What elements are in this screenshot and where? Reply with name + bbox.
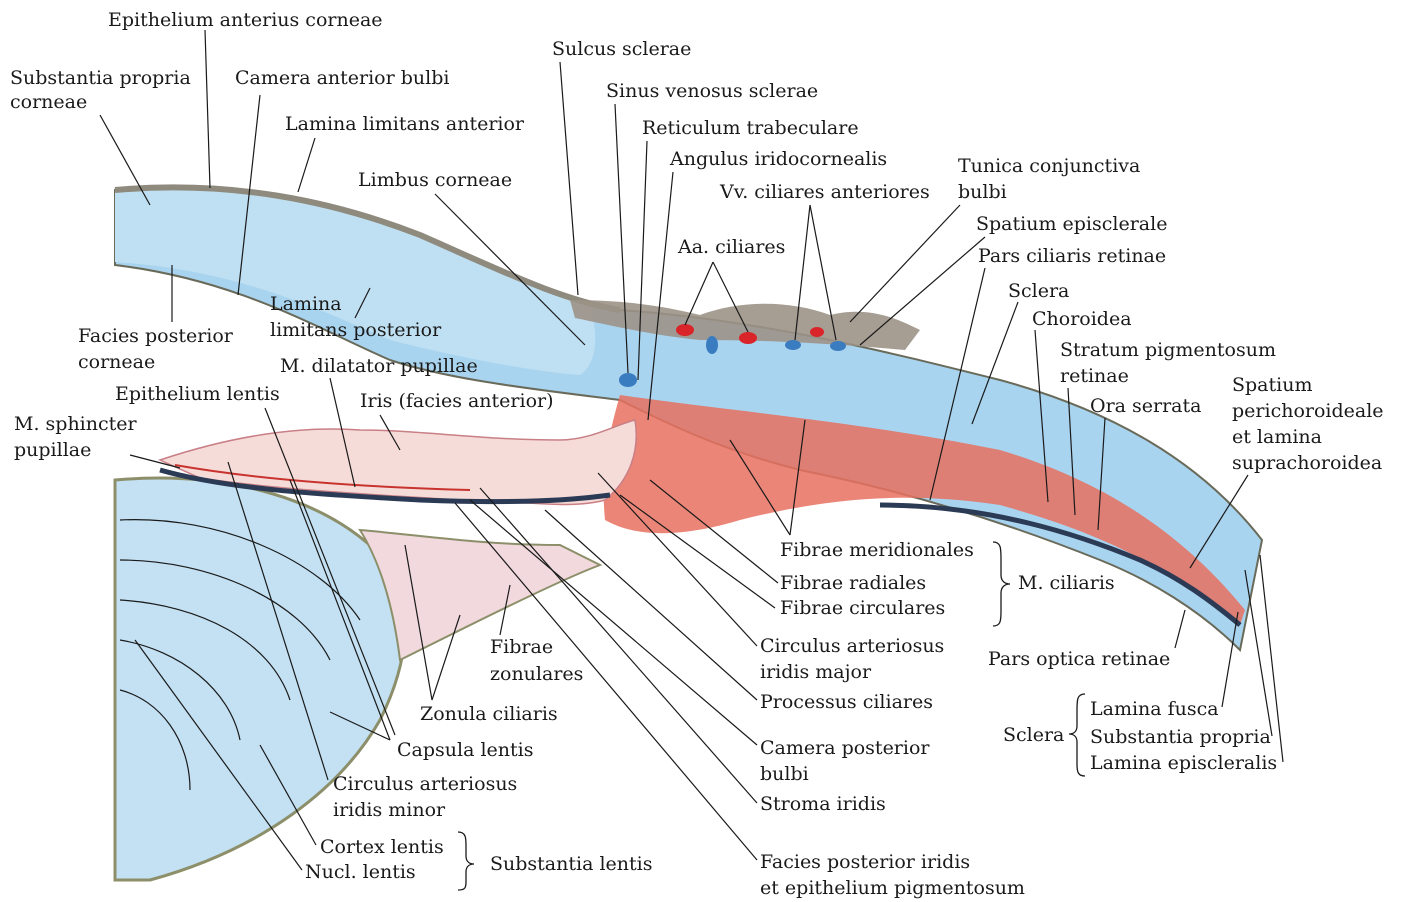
leader-sulcus xyxy=(560,62,578,295)
label-fibrae-meridionales: Fibrae meridionales xyxy=(780,539,974,561)
label-lamina-limitans-posterior-2: limitans posterior xyxy=(270,319,442,341)
label-zonula-ciliaris: Zonula ciliaris xyxy=(420,703,558,725)
label-m-dilatator-pupillae: M. dilatator pupillae xyxy=(280,355,478,377)
label-fibrae-zonulares-2: zonulares xyxy=(490,663,583,685)
label-lamina-episcleralis: Lamina episcleralis xyxy=(1090,752,1277,774)
label-aa-ciliares: Aa. ciliares xyxy=(677,236,785,258)
label-substantia-propria: Substantia propria xyxy=(1090,726,1271,748)
label-spatium-perichoroideale: Spatium xyxy=(1232,374,1312,396)
label-facies-posterior-corneae: Facies posterior xyxy=(78,325,234,347)
leader-epithelium xyxy=(205,30,210,188)
label-iris-facies-anterior: Iris (facies anterior) xyxy=(360,390,554,412)
label-cortex-lentis: Cortex lentis xyxy=(320,836,444,858)
label-stratum-pigmentosum: Stratum pigmentosum xyxy=(1060,339,1276,361)
label-epithelium-lentis: Epithelium lentis xyxy=(115,383,280,405)
label-ora-serrata: Ora serrata xyxy=(1090,395,1201,417)
brace-m-ciliaris xyxy=(993,542,1010,626)
label-tunica-conjunctiva: Tunica conjunctiva xyxy=(958,155,1140,177)
label-circulus-arteriosus-major: Circulus arteriosus xyxy=(760,635,944,657)
label-facies-posterior-iridis: Facies posterior iridis xyxy=(760,851,970,873)
label-stratum-pigmentosum-2: retinae xyxy=(1060,365,1129,387)
artery-1 xyxy=(676,324,694,336)
label-spatium-episclerale: Spatium episclerale xyxy=(976,213,1167,235)
label-circulus-arteriosus-major-2: iridis major xyxy=(760,661,872,683)
label-circulus-arteriosus-minor: Circulus arteriosus xyxy=(333,773,517,795)
vein-3 xyxy=(830,341,846,351)
leader-lamina-anterior xyxy=(298,138,315,192)
label-facies-posterior-iridis-2: et epithelium pigmentosum xyxy=(760,877,1025,899)
label-tunica-conjunctiva-2: bulbi xyxy=(958,181,1007,203)
label-nucl-lentis: Nucl. lentis xyxy=(305,861,416,883)
label-camera-anterior-bulbi: Camera anterior bulbi xyxy=(235,67,449,89)
brace-substantia-lentis xyxy=(458,832,474,890)
vein-2 xyxy=(785,340,801,350)
artery-2 xyxy=(739,332,757,344)
sinus-venosus xyxy=(619,373,637,387)
label-lamina-limitans-posterior: Lamina xyxy=(270,293,342,315)
label-sinus-venosus-sclerae: Sinus venosus sclerae xyxy=(606,80,818,102)
vein-1 xyxy=(706,336,718,354)
label-pars-ciliaris-retinae: Pars ciliaris retinae xyxy=(978,245,1166,267)
label-spatium-perichoroideale-3: et lamina xyxy=(1232,426,1322,448)
label-choroidea: Choroidea xyxy=(1032,308,1132,330)
label-lamina-fusca: Lamina fusca xyxy=(1090,698,1219,720)
label-reticulum-trabeculare: Reticulum trabeculare xyxy=(642,117,859,139)
label-fibrae-zonulares: Fibrae xyxy=(490,636,553,658)
leader-substantia-propria-sclera xyxy=(1245,570,1272,736)
label-sclera: Sclera xyxy=(1008,280,1069,302)
label-camera-posterior-bulbi: Camera posterior xyxy=(760,737,930,759)
label-fibrae-radiales: Fibrae radiales xyxy=(780,572,926,594)
label-facies-posterior-corneae-2: corneae xyxy=(78,351,155,373)
label-m-sphincter-pupillae: M. sphincter xyxy=(14,413,138,435)
label-fibrae-circulares: Fibrae circulares xyxy=(780,597,945,619)
label-sulcus-sclerae: Sulcus sclerae xyxy=(552,38,691,60)
label-camera-posterior-bulbi-2: bulbi xyxy=(760,763,809,785)
label-substantia-lentis: Substantia lentis xyxy=(490,853,652,875)
label-capsula-lentis: Capsula lentis xyxy=(397,739,533,761)
label-m-sphincter-pupillae-2: pupillae xyxy=(14,439,91,461)
label-substantia-propria-corneae: Substantia propria xyxy=(10,67,191,89)
leader-conjunctiva xyxy=(850,205,960,322)
label-substantia-propria-corneae-2: corneae xyxy=(10,91,87,113)
label-stroma-iridis: Stroma iridis xyxy=(760,793,886,815)
label-pars-optica-retinae: Pars optica retinae xyxy=(988,648,1170,670)
leader-pars-optica xyxy=(1175,610,1185,648)
label-circulus-arteriosus-minor-2: iridis minor xyxy=(333,799,446,821)
label-m-ciliaris: M. ciliaris xyxy=(1018,572,1115,594)
brace-sclera xyxy=(1069,694,1085,776)
label-spatium-perichoroideale-4: suprachoroidea xyxy=(1232,452,1382,474)
artery-3 xyxy=(810,327,824,337)
label-spatium-perichoroideale-2: perichoroideale xyxy=(1232,400,1384,422)
label-lamina-limitans-anterior: Lamina limitans anterior xyxy=(285,113,525,135)
label-limbus-corneae: Limbus corneae xyxy=(358,169,512,191)
label-processus-ciliares: Processus ciliares xyxy=(760,691,933,713)
label-sclera-group: Sclera xyxy=(1003,724,1064,746)
label-angulus-iridocornealis: Angulus iridocornealis xyxy=(669,148,887,170)
label-vv-ciliares-anteriores: Vv. ciliares anteriores xyxy=(719,181,930,203)
label-epithelium-anterius-corneae: Epithelium anterius corneae xyxy=(108,9,383,31)
